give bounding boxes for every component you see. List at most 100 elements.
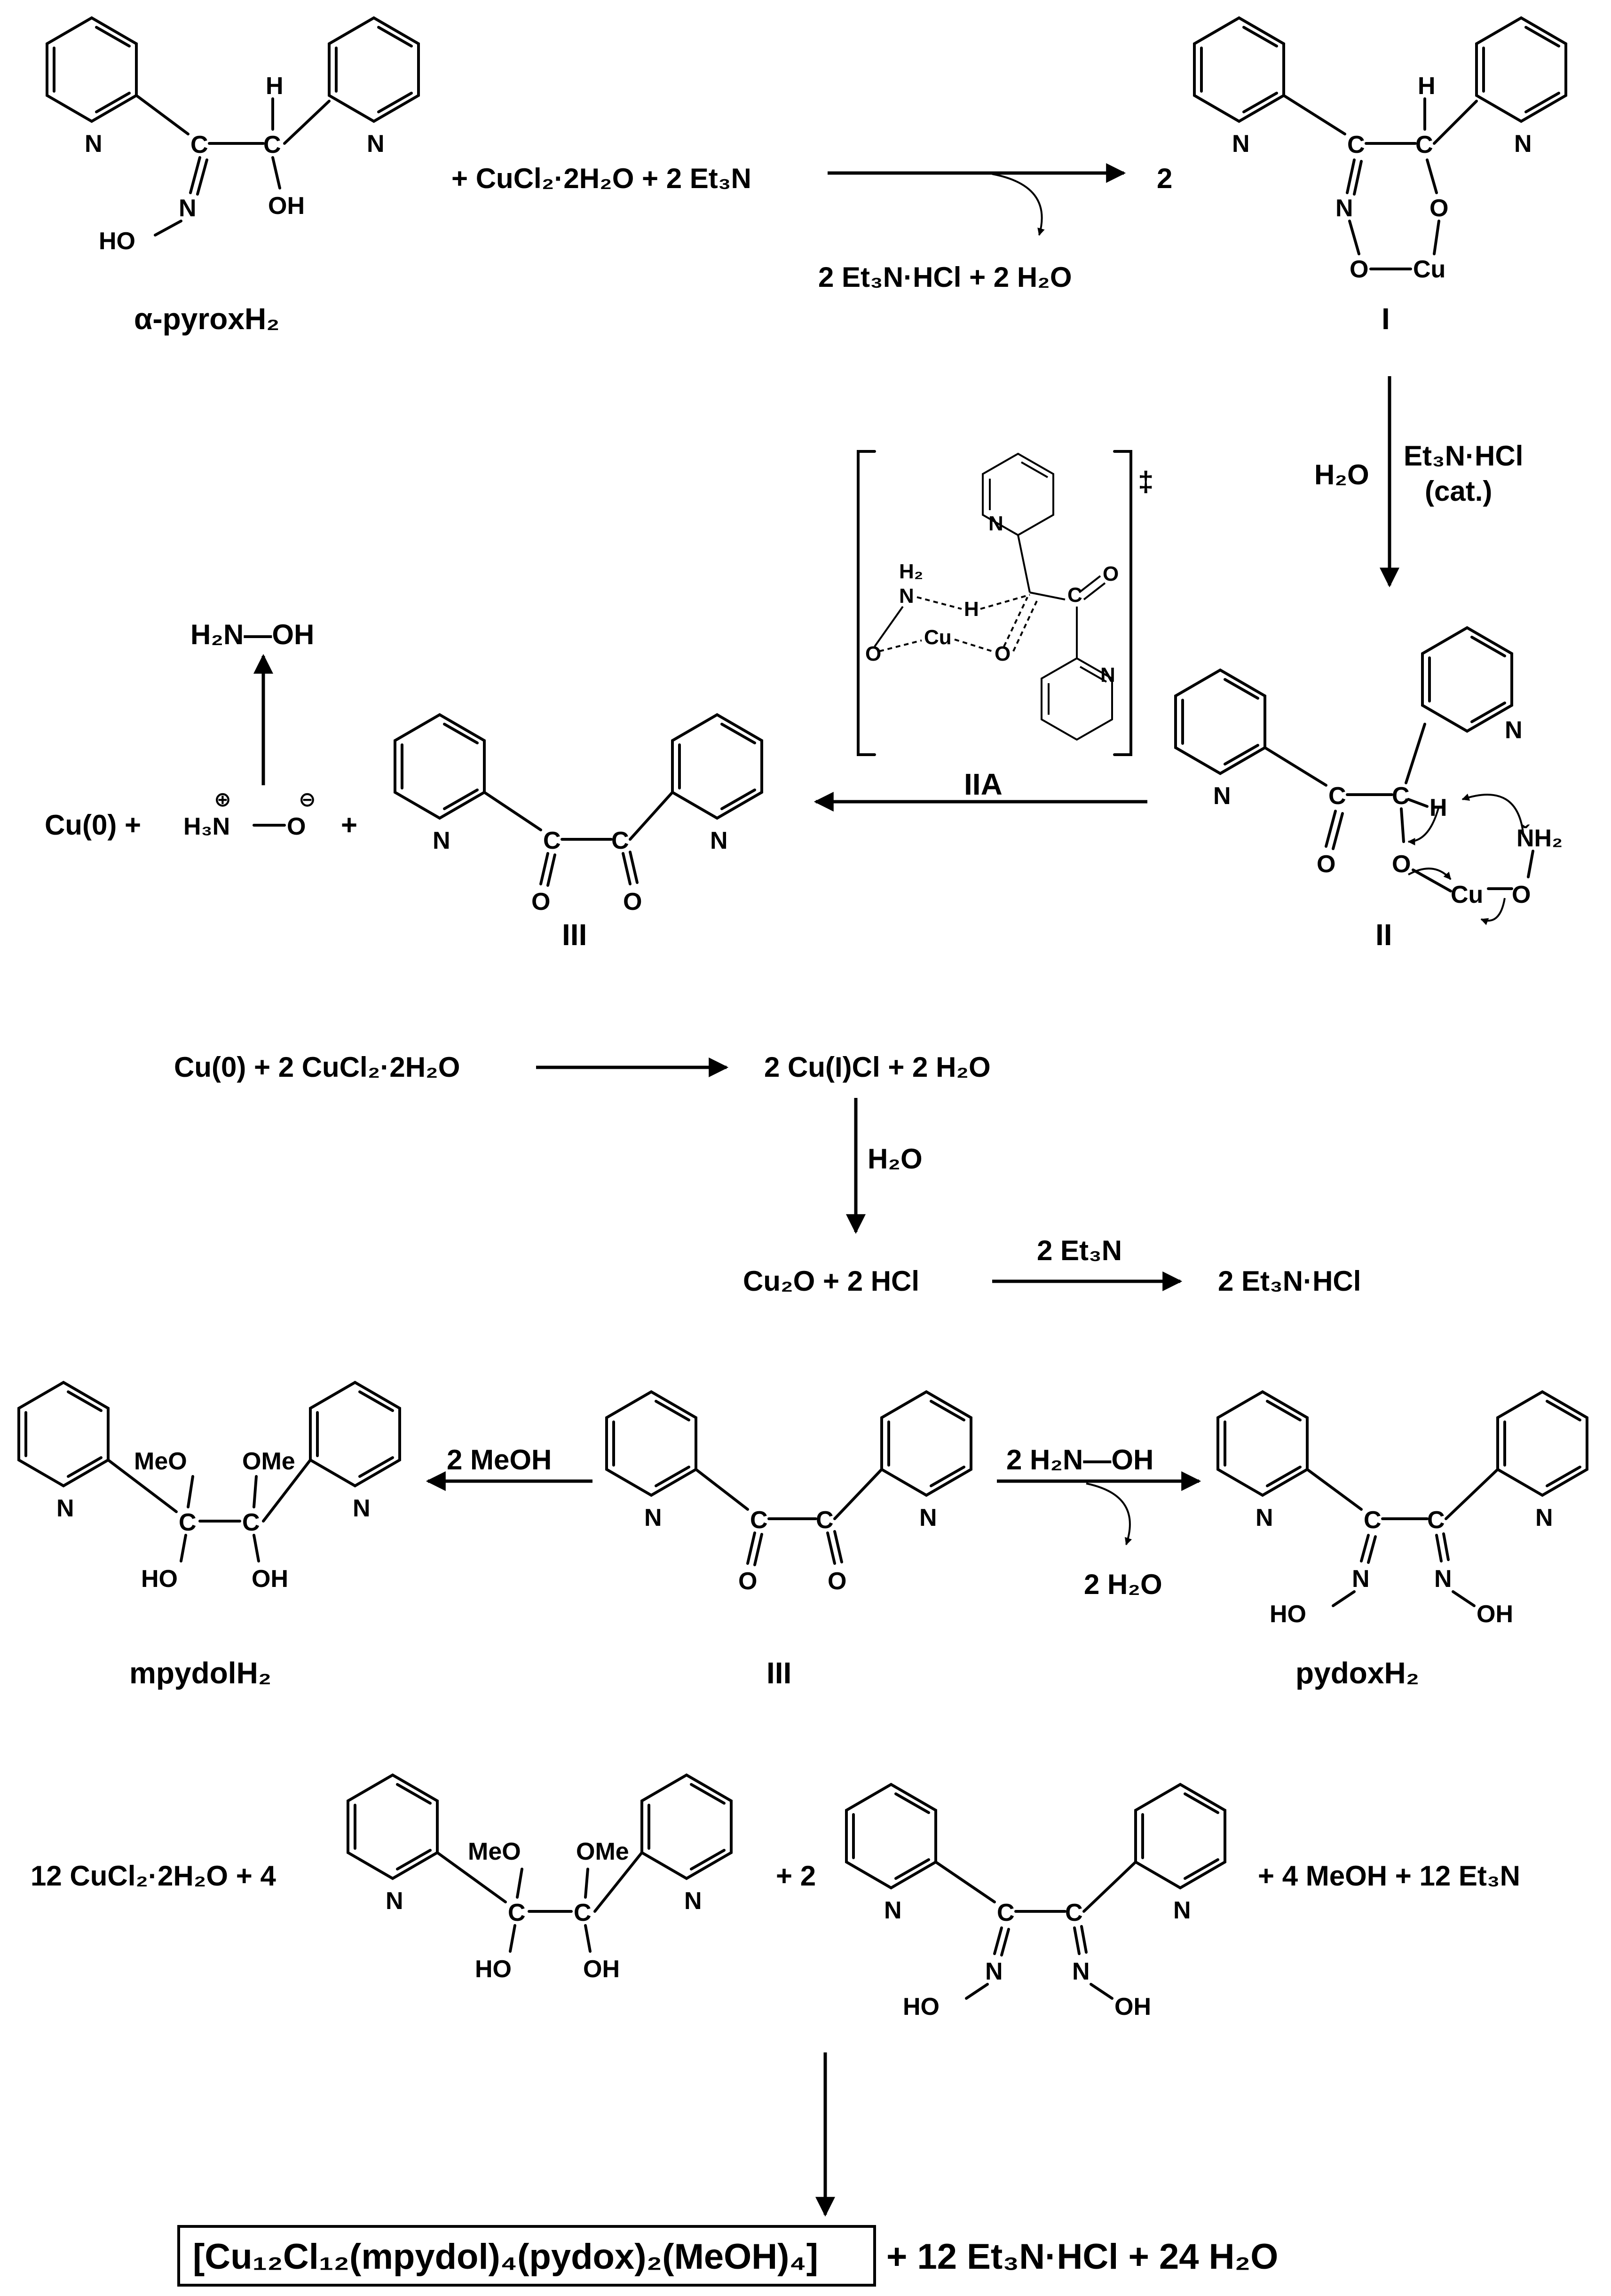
ts-double-dagger: ‡ — [1138, 466, 1153, 497]
atom-N: N — [85, 130, 103, 158]
atom-OH: OH — [1114, 1993, 1151, 2020]
atom-N: N — [884, 1897, 902, 1924]
transition-state-IIA: ‡ N C O N H₂ N O H Cu O — [857, 450, 1153, 756]
r8-end: + 4 MeOH + 12 Et₃N — [1258, 1860, 1520, 1892]
atom-HO: HO — [475, 1956, 512, 1983]
atom-O-negative: O — [287, 813, 306, 840]
atom-OMe: OMe — [576, 1838, 629, 1865]
atom-O: O — [995, 642, 1011, 665]
atom-N: N — [985, 1958, 1003, 1985]
atom-O: O — [1429, 195, 1448, 222]
atom-C: C — [574, 1899, 592, 1926]
cond-r2-cat-label: (cat.) — [1425, 475, 1492, 507]
products-plus: + — [341, 809, 357, 841]
reagents-r1: + CuCl₂·2H₂O + 2 Et₃N — [451, 163, 751, 194]
atom-N: N — [919, 1504, 937, 1531]
atom-C: C — [1427, 1507, 1445, 1534]
label-III-bottom: III — [766, 1656, 791, 1690]
atom-N: N — [1505, 717, 1523, 744]
compound-III-bottom-structure: N C C O O N — [605, 1390, 972, 1595]
final-product-box — [177, 2225, 876, 2287]
atom-C: C — [263, 131, 281, 158]
atom-O: O — [531, 888, 550, 915]
atom-C: C — [242, 1509, 260, 1536]
atom-N: N — [1434, 1565, 1452, 1593]
atom-Cu: Cu — [924, 626, 952, 649]
cond-r2-catalyst: Et₃N·HCl — [1404, 440, 1523, 472]
atom-N: N — [179, 195, 197, 222]
atom-N: N — [644, 1504, 662, 1531]
atom-O: O — [1392, 851, 1411, 878]
mpydol-structure: N C C MeO OMe HO OH N — [17, 1381, 401, 1593]
atom-O: O — [865, 642, 881, 665]
atom-H3N: H₃N — [183, 813, 230, 840]
atom-HO: HO — [903, 1993, 940, 2020]
atom-N: N — [710, 827, 728, 854]
label-II: II — [1375, 918, 1392, 952]
atom-N: N — [1535, 1504, 1553, 1531]
products-cu0: Cu(0) + — [45, 809, 141, 841]
atom-N: N — [1352, 1565, 1370, 1593]
atom-O: O — [1317, 851, 1335, 878]
atom-N: N — [1256, 1504, 1273, 1531]
r6-right: 2 Et₃N·HCl — [1218, 1265, 1361, 1297]
coefficient-r1: 2 — [1157, 163, 1172, 194]
arrow-r1-byproduct — [992, 173, 1045, 236]
atom-C: C — [190, 131, 208, 158]
charge-plus: ⊕ — [214, 788, 231, 811]
atom-MeO: MeO — [134, 1448, 187, 1475]
atom-N: N — [988, 512, 1003, 535]
atom-O: O — [1350, 256, 1368, 283]
atom-C: C — [1067, 584, 1082, 607]
atom-OH: OH — [1477, 1601, 1513, 1628]
cond-methanol: 2 MeOH — [447, 1444, 552, 1475]
atom-C: C — [1392, 782, 1410, 810]
compound-II-structure: N C O C H O Cu O ŇH₂ N — [1174, 626, 1563, 925]
r6-left: Cu₂O + 2 HCl — [743, 1265, 919, 1297]
label-pydox: pydoxH₂ — [1295, 1656, 1419, 1690]
r8-plus-two: + 2 — [776, 1860, 816, 1892]
atom-H: H — [1418, 72, 1436, 100]
atom-N: N — [1335, 195, 1353, 222]
pydox-structure: N C C N HO N OH N — [1216, 1390, 1588, 1628]
atom-N: N — [386, 1887, 403, 1915]
atom-N: N — [1072, 1958, 1090, 1985]
atom-OH: OH — [583, 1956, 620, 1983]
label-IIA: IIA — [964, 767, 1003, 801]
atom-C: C — [543, 827, 561, 854]
atom-N: N — [1213, 782, 1231, 810]
atom-OMe: OMe — [242, 1448, 295, 1475]
atom-OH: OH — [252, 1565, 288, 1593]
byproduct-water: 2 H₂O — [1084, 1569, 1162, 1600]
label-III: III — [562, 918, 587, 952]
atom-MeO: MeO — [468, 1838, 521, 1865]
atom-C: C — [1328, 782, 1346, 810]
atom-N: N — [353, 1495, 371, 1522]
atom-C: C — [750, 1507, 768, 1534]
byproducts-r1: 2 Et₃N·HCl + 2 H₂O — [818, 261, 1072, 293]
hydroxylamine: H₂N—OH — [190, 619, 314, 650]
atom-C: C — [508, 1899, 526, 1926]
atom-N: N — [899, 584, 914, 608]
label-alpha-pyrox: α-pyroxH₂ — [134, 302, 280, 336]
atom-C: C — [611, 827, 629, 854]
atom-O: O — [828, 1568, 846, 1595]
atom-C: C — [1065, 1899, 1083, 1926]
alpha-pyrox-structure: N C C N HO H OH N — [46, 16, 420, 255]
atom-O: O — [738, 1568, 757, 1595]
atom-C: C — [1347, 131, 1365, 158]
charge-minus: ⊖ — [299, 788, 316, 811]
mpydol-reactant-structure: N C C MeO OMe HO OH N — [347, 1773, 733, 1983]
arrow-water-release — [1086, 1483, 1132, 1546]
cond-hydroxylamine: 2 H₂N—OH — [1006, 1444, 1153, 1475]
atom-H: H — [266, 72, 284, 100]
label-I: I — [1382, 302, 1390, 336]
final-product: [Cu₁₂Cl₁₂(mpydol)₄(pydox)₂(MeOH)₄] — [193, 2237, 818, 2277]
cond-r2-water: H₂O — [1314, 459, 1369, 490]
atom-C: C — [179, 1509, 197, 1536]
atom-H2: H₂ — [899, 560, 923, 583]
atom-OH: OH — [268, 192, 305, 220]
r8-start: 12 CuCl₂·2H₂O + 4 — [31, 1860, 276, 1892]
atom-C: C — [997, 1899, 1015, 1926]
atom-N: N — [1514, 130, 1532, 158]
